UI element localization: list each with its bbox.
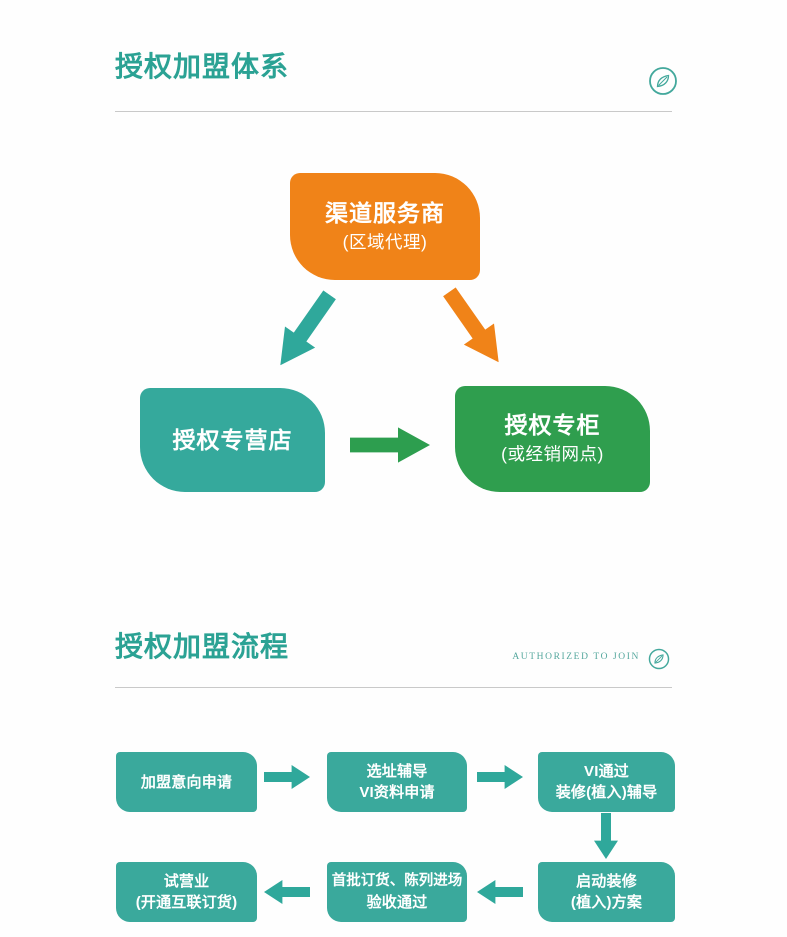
arrow-down-right-icon: [430, 279, 517, 376]
step-start-decoration-box: 启动装修 (植入)方案: [538, 862, 675, 922]
authorized-counter-box: 授权专柜 (或经销网点): [455, 386, 650, 492]
section2-title: 授权加盟流程: [115, 631, 290, 662]
authorized-counter-sublabel: (或经销网点): [501, 444, 604, 465]
leaf-badge-icon: [648, 66, 678, 96]
leaf-badge-icon: [648, 648, 670, 670]
authorized-store-box: 授权专营店: [140, 388, 325, 492]
step-site-selection-box: 选址辅导 VI资料申请: [327, 752, 467, 812]
channel-provider-sublabel: (区域代理): [342, 231, 428, 252]
section2-subtitle: AUTHORIZED TO JOIN: [512, 652, 640, 662]
arrow-right-icon: [350, 423, 430, 467]
channel-provider-label: 渠道服务商: [325, 199, 445, 226]
arrow-left-icon: [477, 877, 523, 907]
step-vi-passed-box: VI通过 装修(植入)辅导: [538, 752, 675, 812]
step-application-box: 加盟意向申请: [116, 752, 257, 812]
arrow-left-icon: [264, 877, 310, 907]
channel-provider-box: 渠道服务商 (区域代理): [290, 173, 480, 280]
step-label: 试营业: [163, 873, 210, 890]
arrow-right-icon: [477, 762, 523, 792]
step-sublabel: (开通互联订货): [135, 894, 238, 911]
step-sublabel: 验收通过: [366, 894, 428, 911]
authorized-store-label: 授权专营店: [172, 426, 293, 453]
step-label: VI通过: [584, 763, 629, 780]
step-label: 启动装修: [576, 873, 637, 890]
step-sublabel: 装修(植入)辅导: [555, 784, 658, 801]
section1-title: 授权加盟体系: [115, 51, 290, 82]
step-trial-operation-box: 试营业 (开通互联订货): [116, 862, 257, 922]
step-sublabel: (植入)方案: [570, 894, 643, 911]
arrow-right-icon: [264, 762, 310, 792]
arrow-down-left-icon: [261, 282, 348, 379]
step-label: 首批订货、陈列进场: [331, 873, 463, 889]
step-label: 选址辅导: [366, 763, 428, 780]
step-label: 加盟意向申请: [140, 773, 233, 791]
authorized-counter-label: 授权专柜: [504, 412, 601, 439]
arrow-down-icon: [591, 813, 621, 859]
section1-divider: [115, 111, 672, 112]
step-first-order-box: 首批订货、陈列进场 验收通过: [327, 862, 467, 922]
section2-divider: [115, 687, 672, 688]
step-sublabel: VI资料申请: [359, 784, 435, 801]
